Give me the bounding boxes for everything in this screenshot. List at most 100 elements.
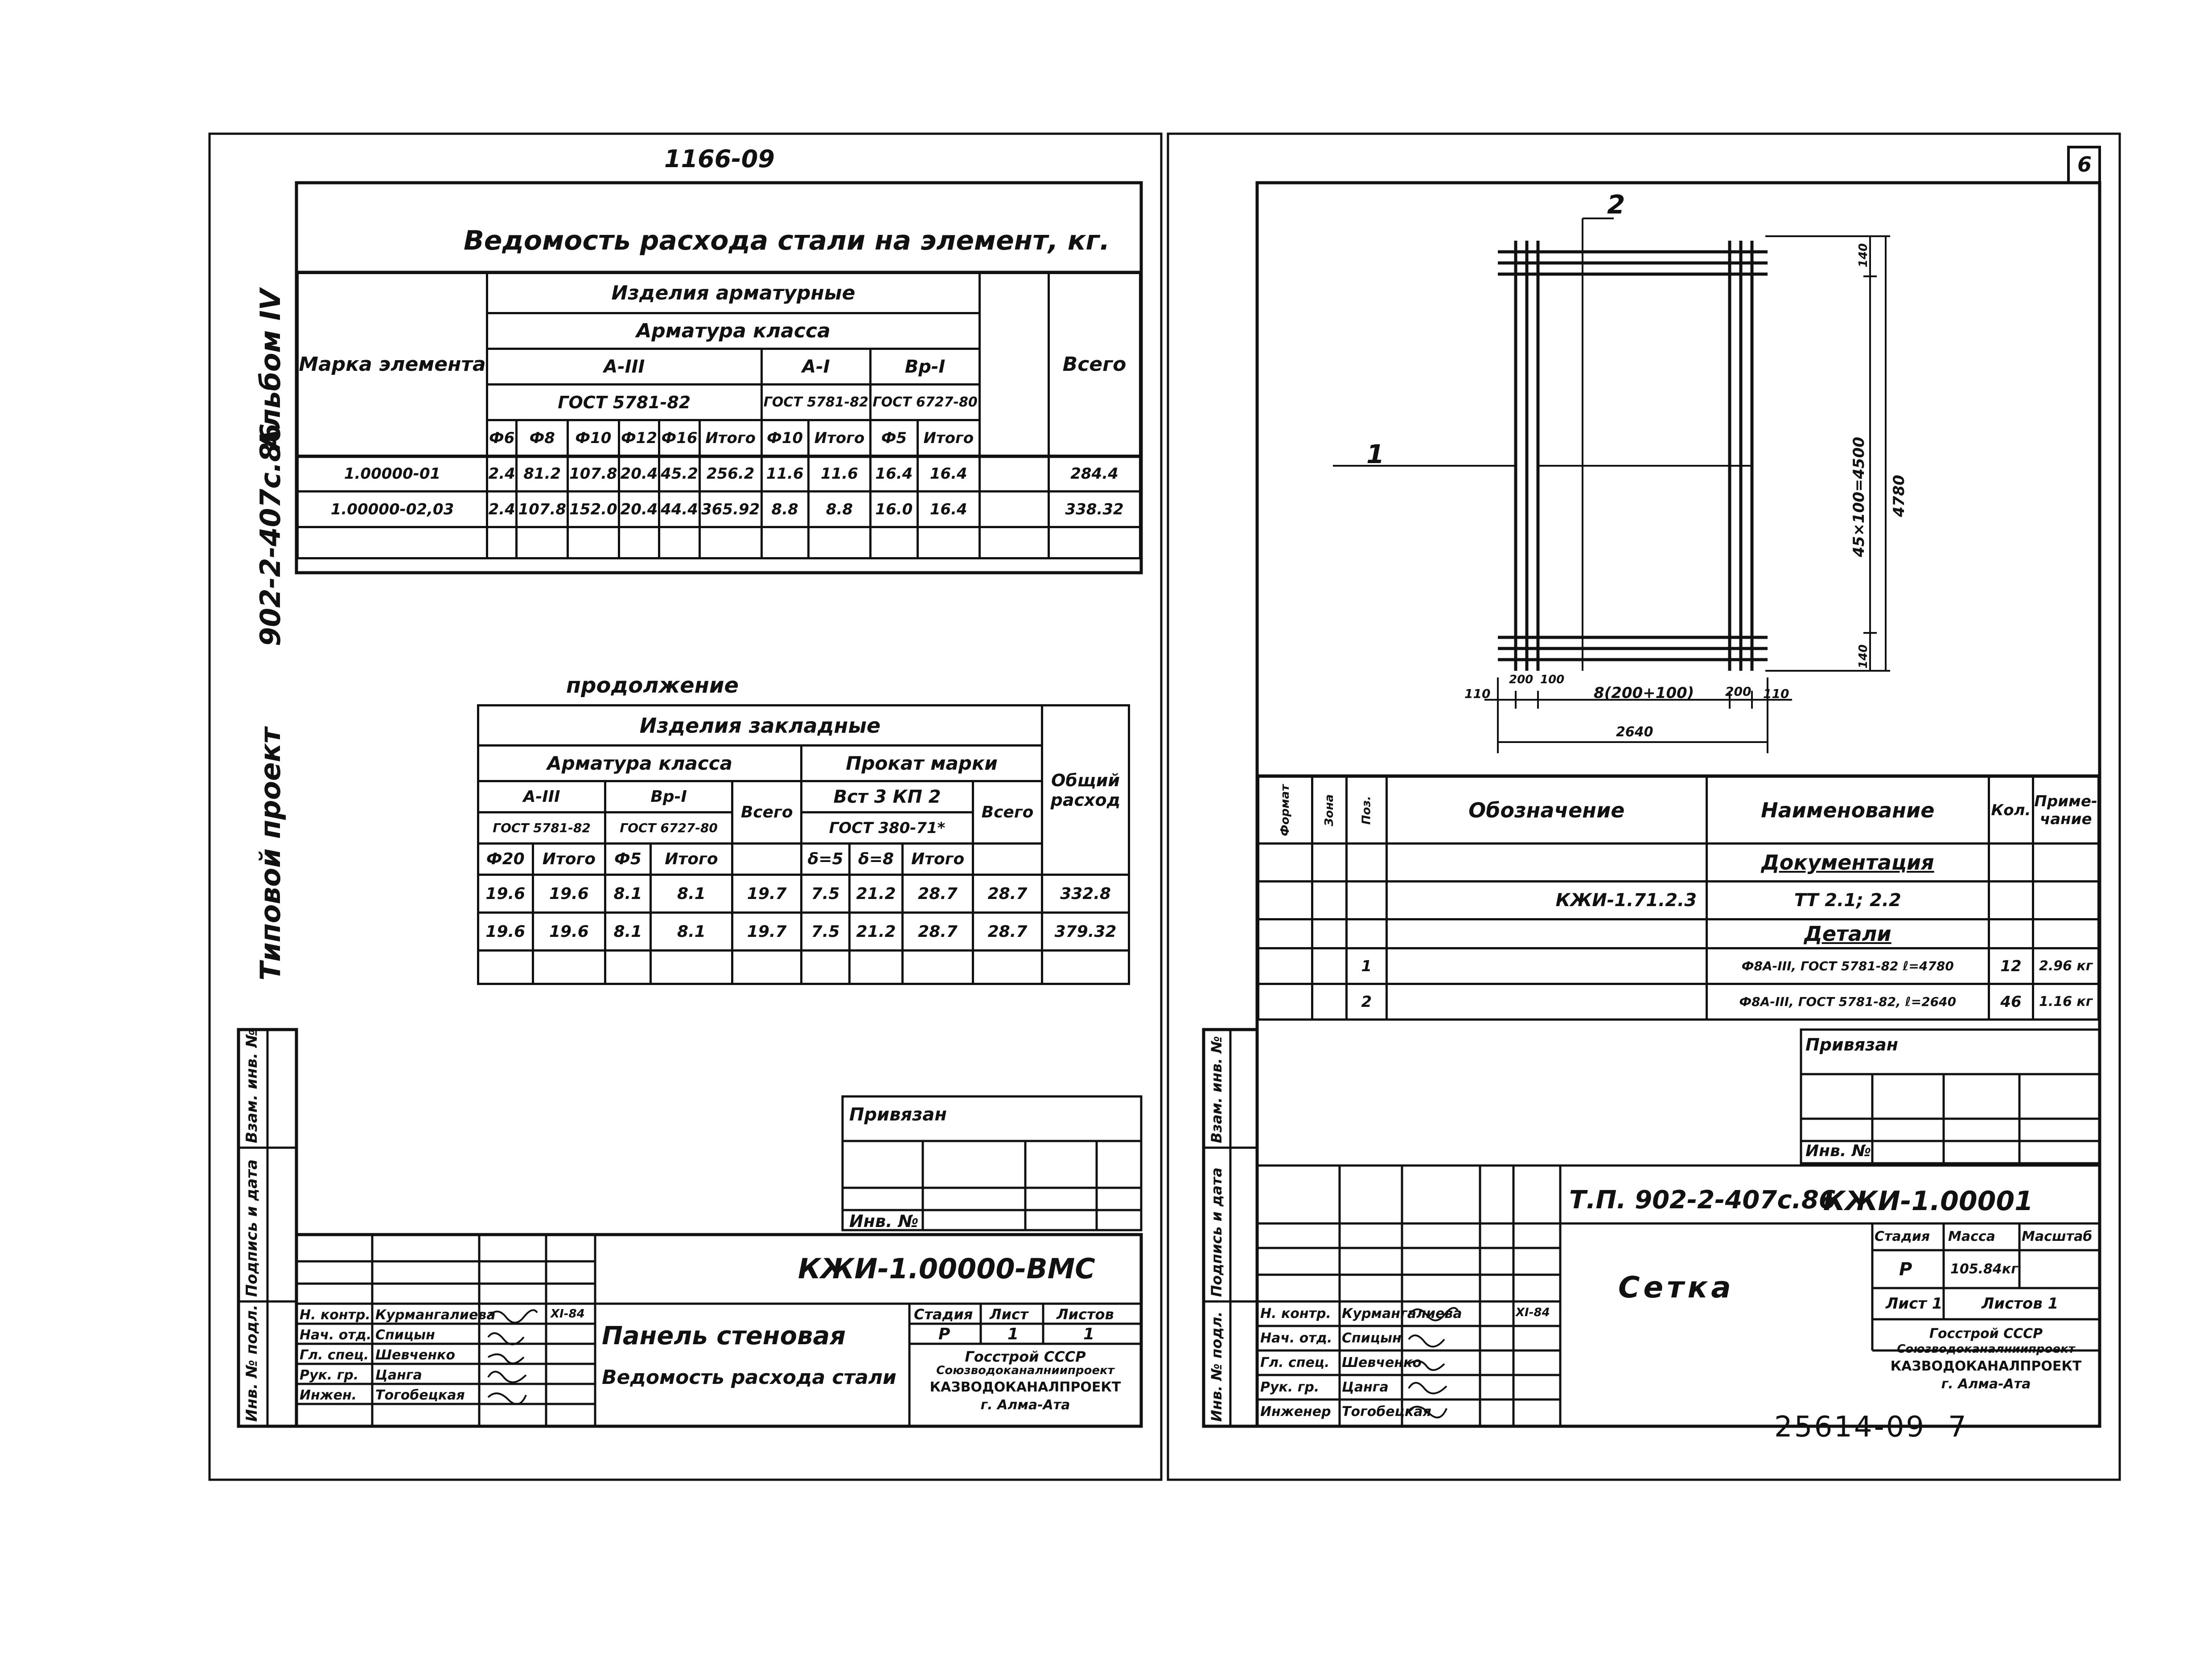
side-title-album: Альбом IV: [254, 289, 287, 450]
table2-cell: 28.7: [972, 911, 1043, 952]
left-org: КАЗВОДОКАНАЛПРОЕКТ: [929, 1379, 1121, 1395]
left-stadiya: Р: [938, 1325, 950, 1343]
right-privyazan: Привязан: [1805, 1035, 1899, 1055]
left-doc-code: КЖИ-1.00000-ВМС: [798, 1252, 1095, 1285]
left-privyazan: Привязан: [849, 1104, 947, 1125]
right-org: г. Алма-Ата: [1941, 1376, 2031, 1392]
table1-cell: 16.0: [869, 490, 919, 528]
table1-cell: 8.8: [760, 490, 810, 528]
dim-total-v: 4780: [1890, 475, 1908, 517]
spec-h-zona: Зона: [1323, 794, 1336, 826]
table1: Марка элемента Изделия арматурные Всего …: [296, 272, 1141, 559]
table2-h-izdeliya: Изделия закладные: [477, 704, 1043, 747]
table1-col: Ф16: [658, 419, 701, 457]
dim-chain: 8(200+100): [1594, 684, 1694, 702]
table1-cell: 16.4: [916, 490, 981, 528]
table1-h-izdeliya: Изделия арматурные: [486, 272, 981, 314]
spec-h-format: Формат: [1279, 784, 1292, 836]
table2-cell: 19.6: [531, 874, 607, 914]
left-org: Госстрой СССР: [965, 1348, 1086, 1365]
right-name: Тогобецкая: [1342, 1404, 1431, 1420]
spec-item-qty: 46: [1987, 983, 2035, 1021]
right-role: Нач. отд.: [1260, 1330, 1332, 1346]
left-listov: 1: [1083, 1325, 1095, 1343]
table2-cell: 379.32: [1041, 911, 1130, 952]
header-code: 1166-09: [664, 145, 775, 173]
table2-cell: 7.5: [800, 874, 851, 914]
table2-col: Итого: [531, 842, 607, 876]
table1-gost-1: ГОСТ 5781-82: [486, 383, 763, 421]
table1-cell: 8.8: [807, 490, 872, 528]
right-name: Цанга: [1342, 1379, 1389, 1395]
spec-doc-name: ТТ 2.1; 2.2: [1706, 880, 1990, 920]
table1-col: Ф5: [869, 419, 919, 457]
table1-cell: 81.2: [515, 455, 569, 493]
table1-cell: 152.0: [567, 490, 620, 528]
left-title2: Ведомость расхода стали: [602, 1366, 896, 1389]
dim-chain: 200: [1509, 673, 1534, 686]
table1-cell: 2.4: [485, 490, 518, 528]
dim-bottom: 140: [1857, 644, 1870, 669]
spec-item-note: 2.96 кг: [2032, 947, 2100, 985]
spec-doc-code: КЖИ-1.71.2.3: [1385, 880, 1708, 920]
table2-cell: 8.1: [604, 874, 652, 914]
right-h-masshtab: Масштаб: [2022, 1229, 2093, 1244]
table2-cell: 19.7: [731, 911, 803, 952]
dim-chain: 100: [1540, 673, 1565, 686]
left-role: Гл. спец.: [300, 1347, 369, 1363]
left-side-vzam: Взам. инв. №: [243, 1029, 261, 1143]
spec-item-qty: 12: [1987, 947, 2035, 985]
table1-cell: 107.8: [515, 490, 569, 528]
table2-col: Итого: [901, 842, 974, 876]
side-title-project: 902-2-407с.86: [254, 423, 287, 646]
right-side-inv-podl: Инв. № подл.: [1208, 1311, 1225, 1422]
table2-gost2: ГОСТ 6727-80: [604, 811, 734, 845]
side-title-type: Типовой проект: [254, 727, 287, 981]
table2-cell: 19.6: [531, 911, 607, 952]
table2-h-vsego-2: Всего: [972, 780, 1043, 845]
table1-title: Ведомость расхода стали на элемент, кг.: [464, 225, 1110, 256]
table2-gost1: ГОСТ 5781-82: [477, 811, 607, 845]
table1-cell: 1.00000-01: [296, 455, 488, 493]
right-role: Гл. спец.: [1260, 1355, 1330, 1371]
table2-cell: 21.2: [848, 911, 904, 952]
spec-pos: 1: [1345, 947, 1388, 985]
table1-cell: 20.4: [617, 490, 661, 528]
table1-col: Ф10: [760, 419, 810, 457]
table1-cell: 11.6: [760, 455, 810, 493]
right-h-massa: Масса: [1948, 1229, 1995, 1244]
dim-total-h: 2640: [1616, 724, 1653, 740]
table1-h-vsego: Всего: [1048, 272, 1141, 457]
right-listov: Листов 1: [1982, 1295, 2059, 1313]
footer-page: 7: [1948, 1411, 1966, 1444]
table1-cell: 11.6: [807, 455, 872, 493]
table1-col: Ф8: [515, 419, 569, 457]
table2-cell: 19.6: [477, 911, 534, 952]
table2-steel-gost: ГОСТ 380-71*: [800, 811, 974, 845]
table2: Изделия закладные Общий расход Арматура …: [477, 704, 1130, 985]
table2-col: δ=8: [848, 842, 904, 876]
table1-cell: 2.4: [485, 455, 518, 493]
list-item: 2 Ф8А-III, ГОСТ 5781-82, ℓ=2640 46 1.16 …: [1257, 983, 2100, 1021]
right-side-vzam: Взам. инв. №: [1208, 1036, 1225, 1143]
spec-item-note: 1.16 кг: [2032, 983, 2100, 1021]
dim-chain: 200: [1725, 684, 1752, 699]
table2-col: Ф20: [477, 842, 534, 876]
left-role: Рук. гр.: [300, 1367, 359, 1383]
table1-col: Итого: [916, 419, 981, 457]
table1-cell: 338.32: [1048, 490, 1141, 528]
table2-cell: 8.1: [649, 911, 734, 952]
table1-cell: 107.8: [567, 455, 620, 493]
right-role: Н. контр.: [1260, 1306, 1331, 1322]
right-org: Союзводоканалниипроект: [1897, 1342, 2075, 1356]
right-name: Спицын: [1342, 1330, 1402, 1346]
right-h-stadiya: Стадия: [1875, 1229, 1930, 1244]
left-date: XI-84: [551, 1307, 585, 1321]
right-org: КАЗВОДОКАНАЛПРОЕКТ: [1890, 1358, 2082, 1374]
left-list: 1: [1007, 1325, 1019, 1343]
right-list: Лист 1: [1886, 1295, 1943, 1313]
left-name: Шевченко: [375, 1347, 456, 1363]
table2-cell: 7.5: [800, 911, 851, 952]
table1-h-armatura: Арматура класса: [486, 312, 981, 350]
spec-item-name: Ф8А-III, ГОСТ 5781-82, ℓ=2640: [1706, 983, 1990, 1021]
